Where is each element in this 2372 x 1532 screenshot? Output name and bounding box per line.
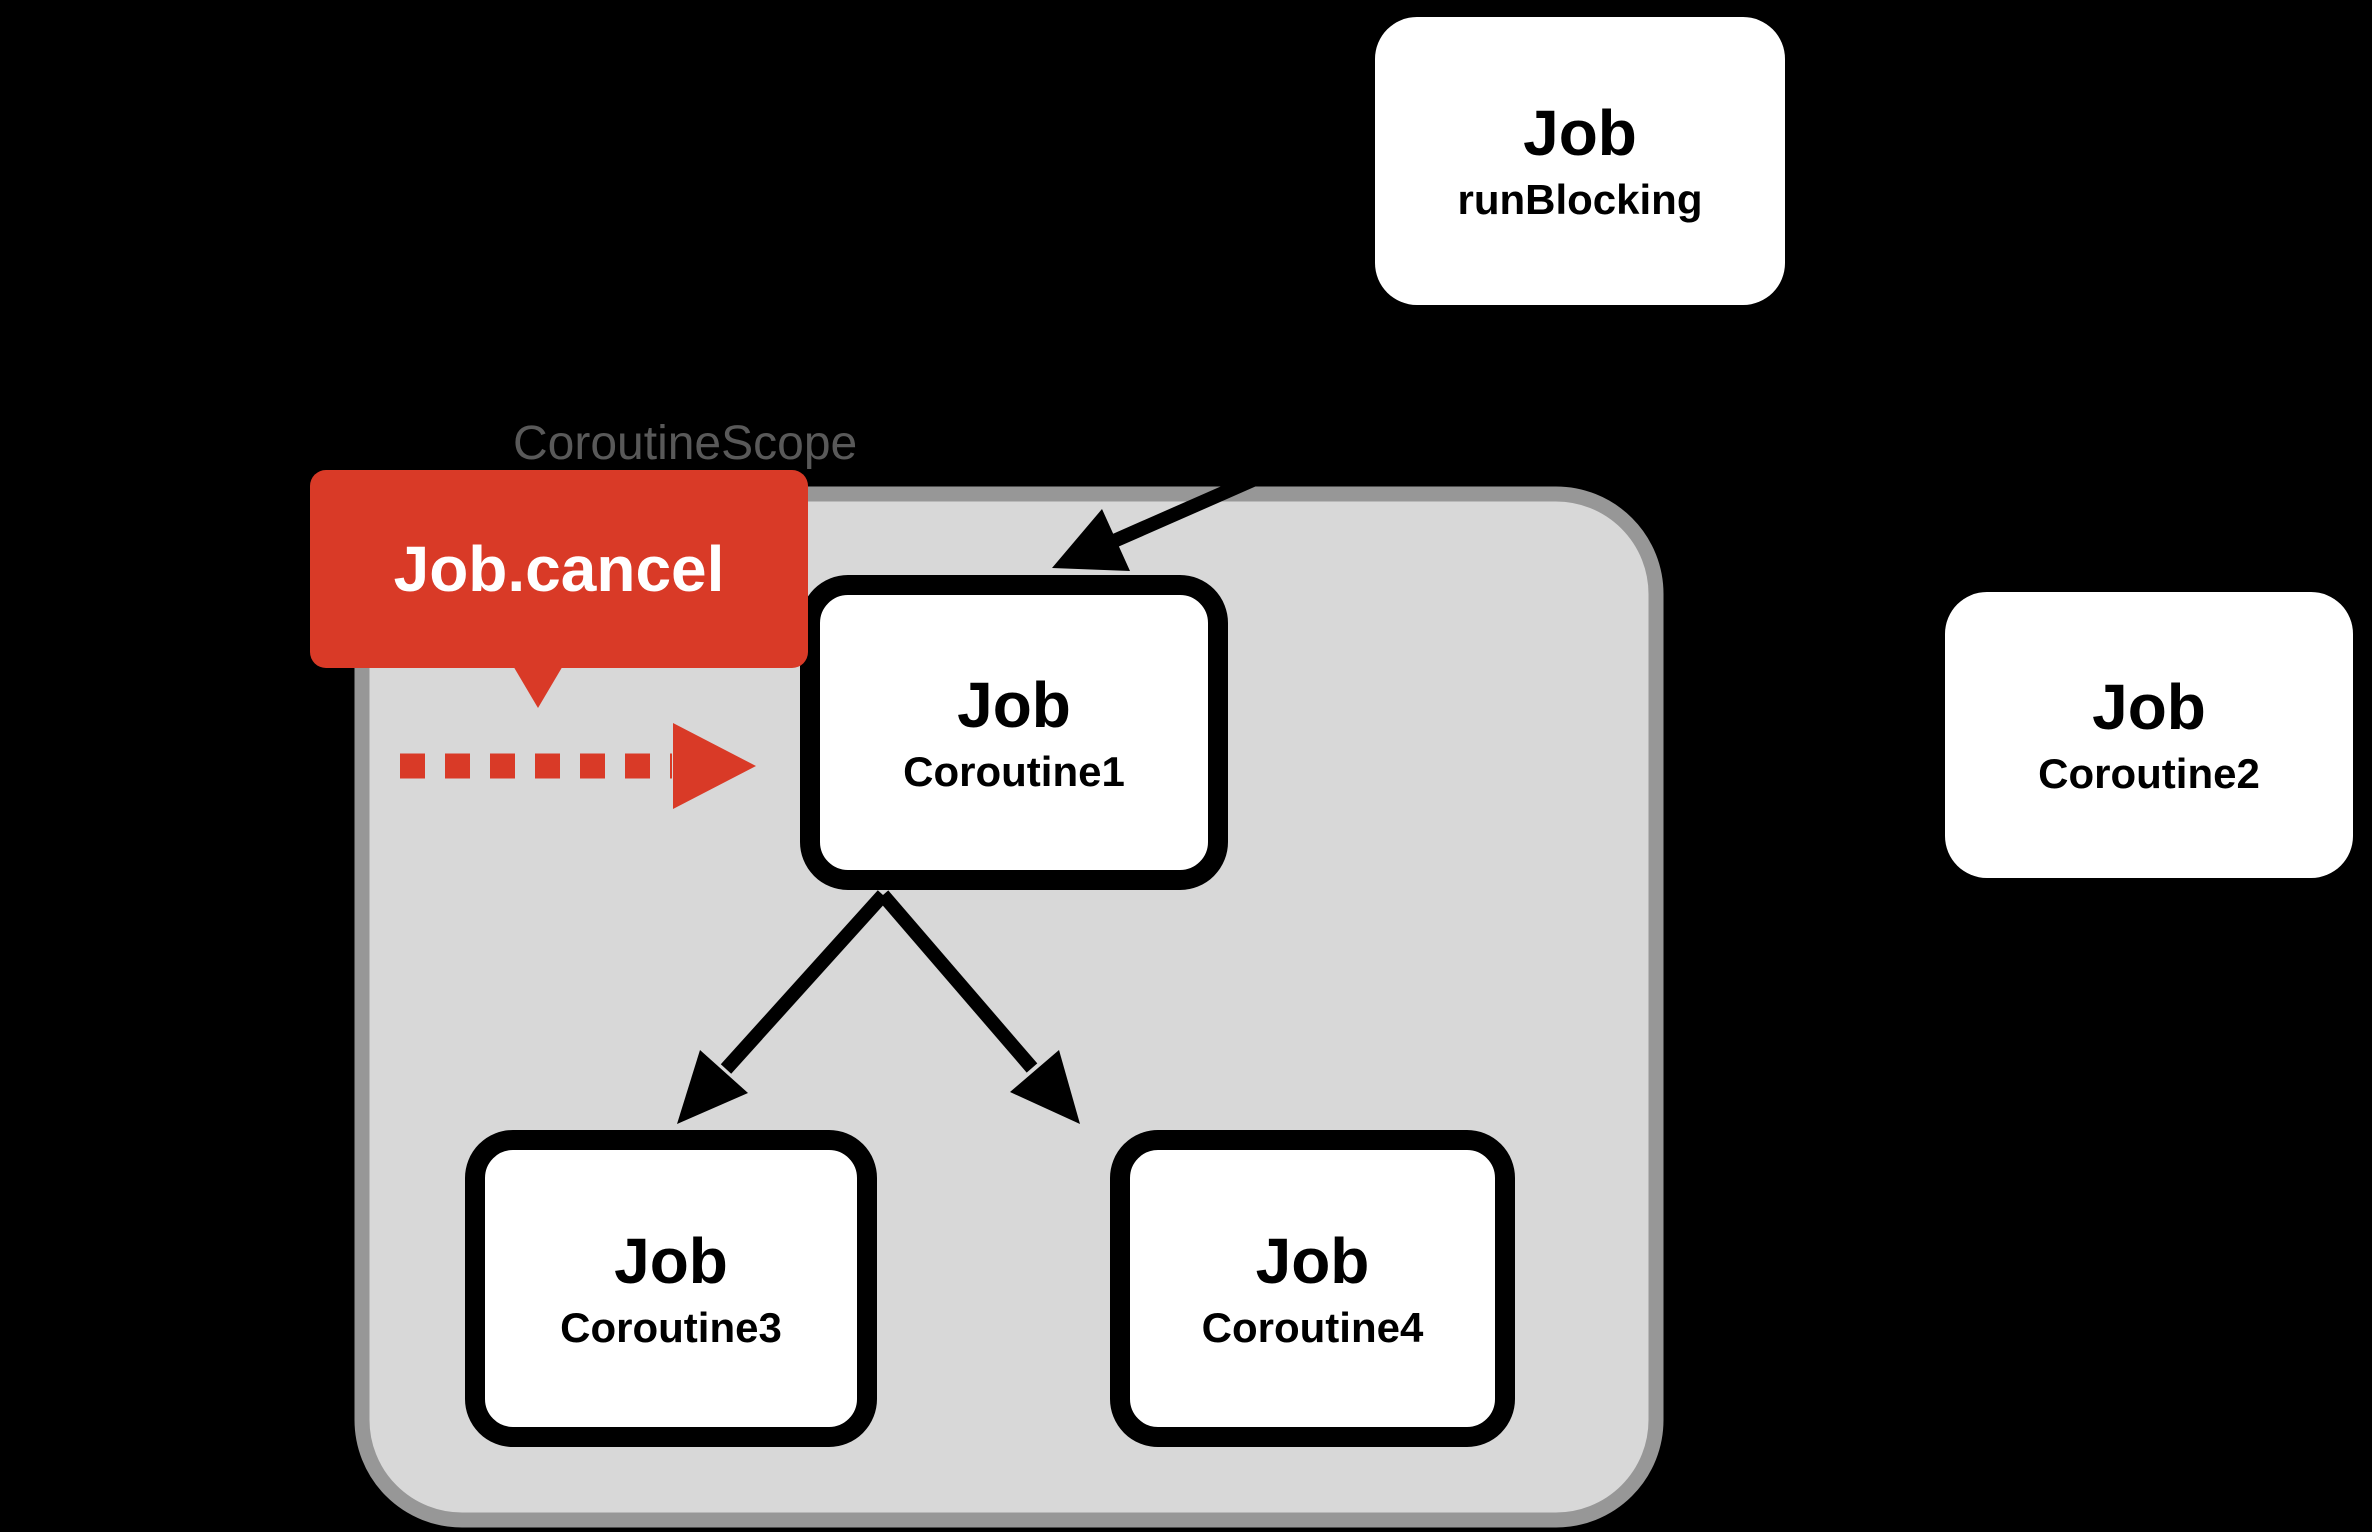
callout-pointer-icon — [512, 664, 564, 708]
node-title: Job — [614, 1224, 728, 1297]
edge-coroutine1-to-coroutine4 — [877, 890, 1038, 1073]
node-title: Job — [1523, 97, 1637, 169]
node-job-coroutine1: Job Coroutine1 — [800, 575, 1228, 890]
node-subtitle: Coroutine4 — [1201, 1303, 1424, 1351]
arrowhead-into-coroutine1-icon — [1052, 509, 1130, 571]
node-job-runblocking: Job runBlocking — [1375, 17, 1785, 305]
node-job-coroutine4: Job Coroutine4 — [1110, 1130, 1515, 1447]
job-cancel-callout: Job.cancel — [310, 470, 808, 668]
coroutine-scope-label: CoroutineScope — [513, 417, 858, 470]
arrowhead-into-coroutine4-icon — [1010, 1050, 1080, 1124]
node-title: Job — [1255, 1224, 1370, 1297]
node-subtitle: Coroutine2 — [2038, 750, 2260, 797]
node-job-coroutine2: Job Coroutine2 — [1945, 592, 2353, 878]
node-title: Job — [2092, 671, 2206, 743]
edge-coroutine1-to-coroutine3 — [720, 890, 889, 1074]
arrowhead-into-coroutine3-icon — [677, 1050, 748, 1124]
node-subtitle: Coroutine1 — [903, 747, 1125, 795]
job-cancel-callout-label: Job.cancel — [393, 533, 725, 605]
node-job-coroutine3: Job Coroutine3 — [465, 1130, 877, 1447]
edge-runblocking-to-coroutine1 — [1111, 295, 1661, 548]
node-title: Job — [957, 668, 1071, 741]
node-subtitle: Coroutine3 — [560, 1303, 782, 1351]
cancel-arrowhead-icon — [673, 723, 756, 809]
node-subtitle: runBlocking — [1457, 176, 1703, 223]
